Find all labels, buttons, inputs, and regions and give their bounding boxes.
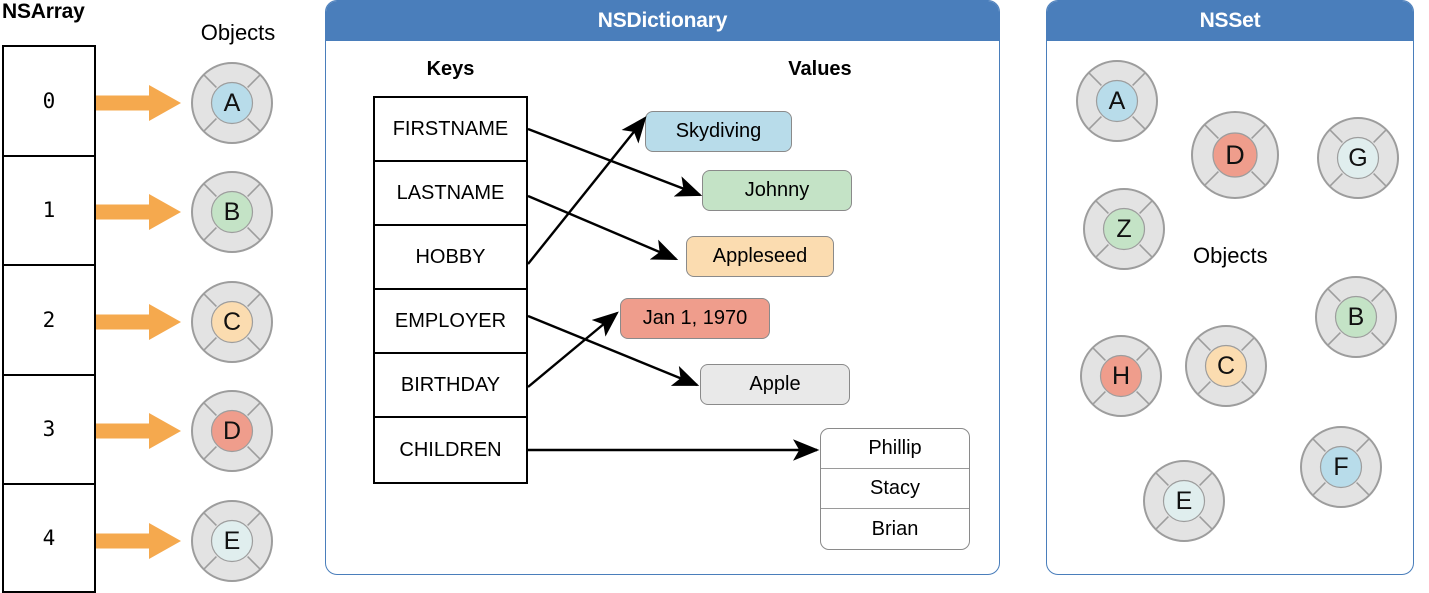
key-row-birthday[interactable]: BIRTHDAY: [375, 354, 526, 418]
array-object-e: E: [189, 498, 275, 584]
array-arrow-2: [96, 304, 181, 340]
set-object-d: D: [1189, 109, 1281, 201]
set-object-g: G: [1315, 115, 1401, 201]
array-cell-0[interactable]: 0: [2, 45, 96, 155]
set-object-f: F: [1298, 424, 1384, 510]
nsarray-title: NSArray: [2, 0, 85, 23]
key-row-firstname[interactable]: FIRSTNAME: [375, 98, 526, 162]
set-object-c: C: [1183, 323, 1269, 409]
array-cell-3[interactable]: 3: [2, 373, 96, 483]
array-index-label: 1: [42, 198, 56, 223]
keys-header: Keys: [426, 58, 475, 80]
child-row-stacy[interactable]: Stacy: [821, 469, 969, 509]
array-object-c: C: [189, 279, 275, 365]
set-object-b: B: [1313, 274, 1399, 360]
value-box-jan-1-1970[interactable]: Jan 1, 1970: [620, 298, 770, 339]
child-row-phillip[interactable]: Phillip: [821, 429, 969, 469]
key-row-lastname[interactable]: LASTNAME: [375, 162, 526, 226]
array-cell-1[interactable]: 1: [2, 154, 96, 264]
array-object-a: A: [189, 60, 275, 146]
array-cell-4[interactable]: 4: [2, 483, 96, 593]
array-arrow-1: [96, 194, 181, 230]
array-objects-label: Objects: [200, 20, 276, 45]
array-arrow-3: [96, 413, 181, 449]
set-object-z: Z: [1081, 186, 1167, 272]
array-index-label: 4: [42, 525, 56, 550]
key-row-employer[interactable]: EMPLOYER: [375, 290, 526, 354]
array-index-label: 0: [42, 88, 56, 113]
array-object-b: B: [189, 169, 275, 255]
key-row-children[interactable]: CHILDREN: [375, 418, 526, 482]
array-cell-2[interactable]: 2: [2, 264, 96, 374]
array-index-label: 2: [42, 307, 56, 332]
value-box-skydiving[interactable]: Skydiving: [645, 111, 792, 152]
nsset-objects-label: Objects: [1193, 243, 1268, 268]
array-object-d: D: [189, 388, 275, 474]
set-object-e: E: [1141, 458, 1227, 544]
set-object-a: A: [1074, 58, 1160, 144]
set-object-h: H: [1078, 333, 1164, 419]
child-row-brian[interactable]: Brian: [871, 517, 919, 540]
nsdictionary-title: NSDictionary: [326, 1, 999, 41]
array-index-label: 3: [42, 417, 56, 442]
array-arrow-0: [96, 85, 181, 121]
key-row-hobby[interactable]: HOBBY: [375, 226, 526, 290]
value-box-appleseed[interactable]: Appleseed: [686, 236, 834, 277]
array-arrow-4: [96, 523, 181, 559]
values-header: Values: [788, 58, 852, 80]
value-box-apple[interactable]: Apple: [700, 364, 850, 405]
nsset-title: NSSet: [1047, 1, 1413, 41]
value-box-johnny[interactable]: Johnny: [702, 170, 852, 211]
